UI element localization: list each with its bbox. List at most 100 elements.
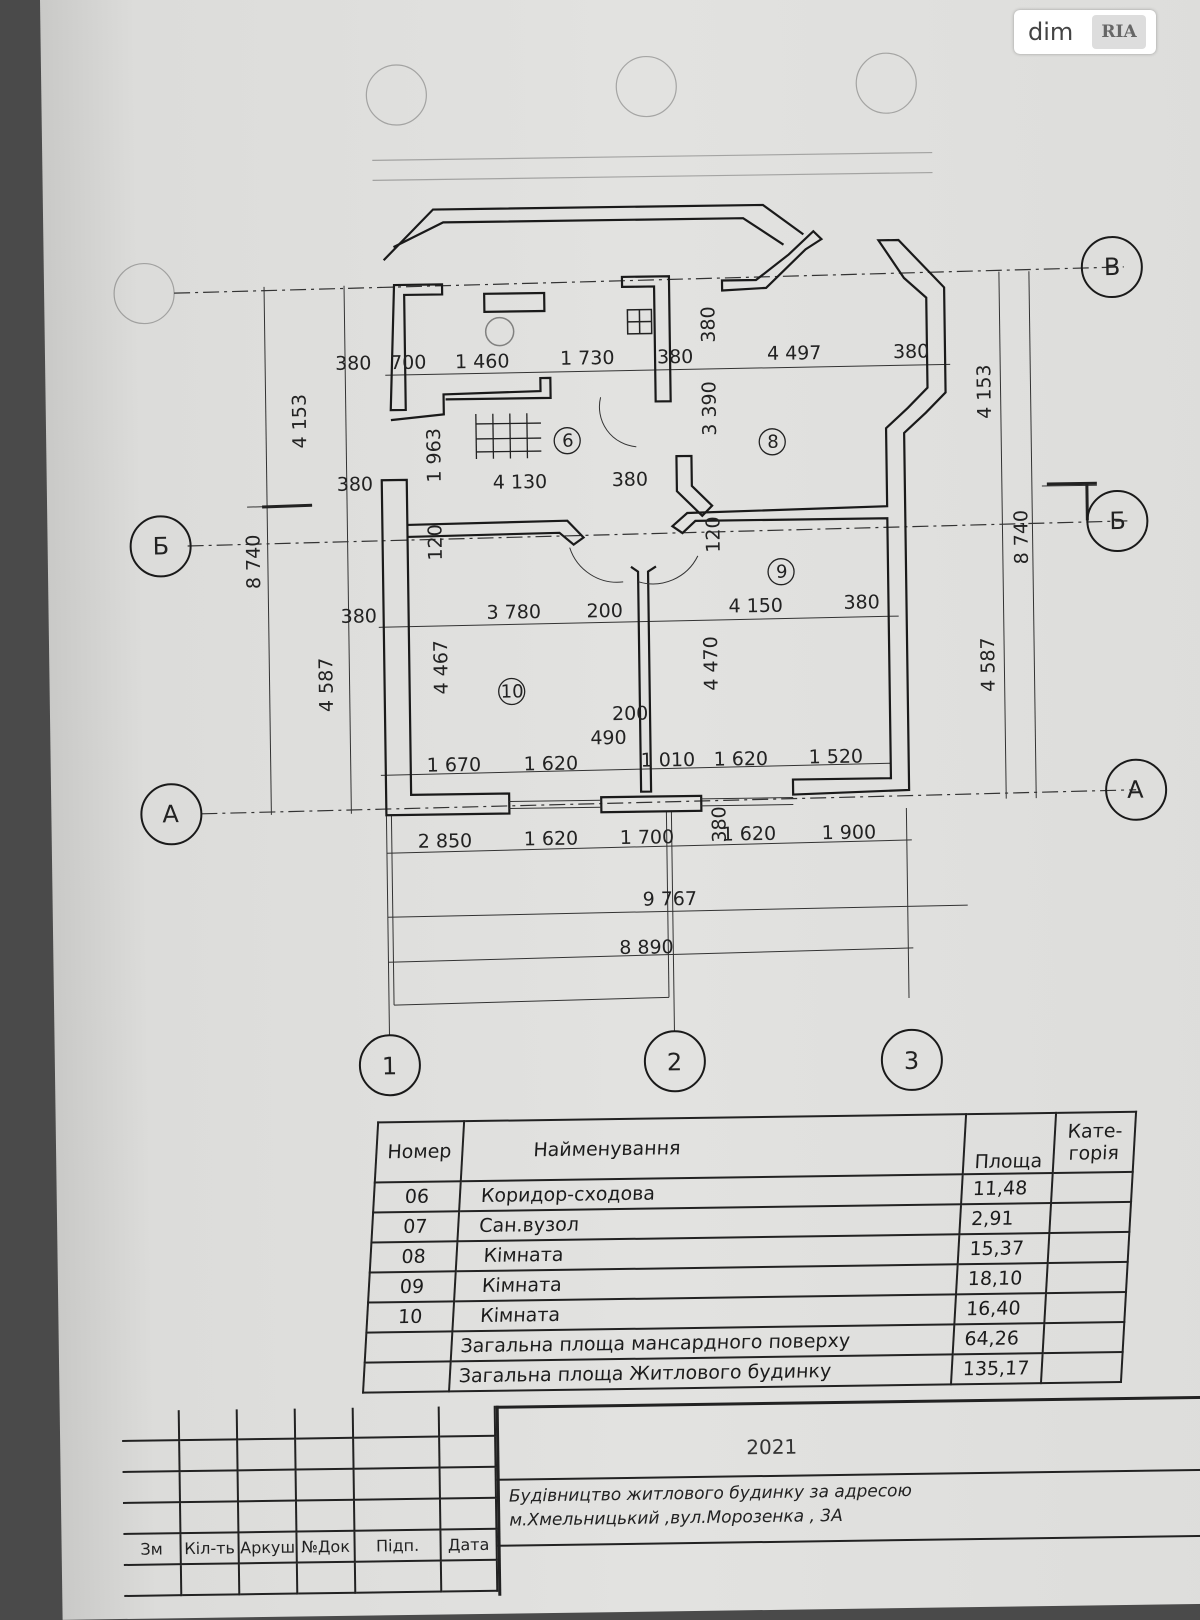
title-block: Зм Кіл-ть Аркуш №Док Підп. Дата 2021 Буд…	[122, 1395, 1200, 1601]
dim-text: 380	[335, 352, 372, 375]
dim-text: 4 587	[977, 637, 1000, 692]
dim-text: 1 900	[822, 821, 877, 844]
room-number-9: 9	[776, 562, 788, 583]
cell-number: 08	[370, 1241, 458, 1272]
cell-category	[1049, 1202, 1131, 1233]
header-number: Номер	[375, 1121, 464, 1182]
room-number-10: 10	[501, 681, 524, 702]
dim-text: 4 130	[493, 471, 548, 494]
header-category: Кате- горія	[1053, 1112, 1136, 1173]
axis-label-b-left: Б	[152, 532, 169, 560]
dim-text: 200	[612, 703, 649, 726]
dim-text: 1 460	[455, 350, 510, 373]
dim-text: 1 520	[808, 746, 863, 769]
cell-area: 15,37	[958, 1233, 1050, 1264]
dim-text: 8 740	[1010, 510, 1033, 565]
revision-grid: Зм Кіл-ть Аркуш №Док Підп. Дата	[122, 1406, 502, 1601]
cell-area: 2,91	[959, 1203, 1051, 1234]
project-description: Будівництво житлового будинку за адресою	[509, 1481, 912, 1507]
room-markers	[495, 425, 796, 705]
dim-text: 3 780	[486, 601, 541, 624]
room-number-8: 8	[767, 432, 779, 453]
cell-number	[365, 1331, 453, 1362]
dim-text: 1 620	[714, 748, 769, 771]
dim-text: 490	[590, 727, 627, 750]
dim-text: 380	[708, 806, 731, 843]
axis-label-a: А	[1127, 776, 1144, 804]
cell-category	[1044, 1292, 1126, 1323]
logo-ria-badge: RIA	[1092, 15, 1146, 49]
col-label: Дата	[441, 1530, 497, 1562]
dim-text: 120	[702, 516, 725, 553]
dim-text: 380	[843, 591, 880, 614]
dim-ria-logo[interactable]: dim RIA	[1014, 10, 1156, 54]
dim-text: 4 497	[767, 342, 822, 365]
cell-area: 16,40	[954, 1293, 1046, 1324]
walls	[378, 202, 951, 815]
dim-text: 4 467	[430, 640, 453, 695]
dim-text: 120	[424, 524, 447, 561]
axis-label-3: 3	[904, 1047, 920, 1075]
staircase	[476, 413, 542, 459]
dim-text: 3 390	[698, 381, 721, 436]
cell-category	[1046, 1262, 1128, 1293]
cell-area: 11,48	[961, 1173, 1053, 1204]
dim-text: 380	[340, 605, 377, 628]
dim-text: 8 740	[242, 535, 265, 590]
dim-text: 8 890	[619, 936, 674, 959]
cell-number	[363, 1361, 451, 1392]
dim-text: 4 587	[315, 658, 338, 713]
axis-label-a-left: А	[162, 800, 179, 828]
project-address: м.Хмельницький ,вул.Морозенка , 3А	[509, 1506, 843, 1531]
dim-text: 9 767	[642, 888, 697, 911]
cell-number: 09	[368, 1271, 456, 1302]
axis-label-1: 1	[382, 1052, 398, 1080]
dim-text: 1 700	[620, 826, 675, 849]
cell-number: 06	[373, 1181, 461, 1212]
cell-number: 07	[371, 1211, 459, 1242]
drawing-sheet: В Б Б А А 1 2 3 6 8 9 10 380 700 1 460 1…	[40, 0, 1200, 1620]
dim-text: 1 670	[427, 754, 482, 777]
dim-text: 1 620	[524, 828, 579, 851]
header-area: Площа	[963, 1113, 1056, 1174]
col-label: Кіл-ть	[181, 1533, 239, 1565]
cell-name: Загальна площа Житлового будинку	[449, 1354, 953, 1391]
header-name: Найменування	[461, 1114, 966, 1181]
cell-area: 18,10	[956, 1263, 1048, 1294]
plumbing-fixture	[485, 309, 651, 345]
cell-category	[1051, 1172, 1133, 1203]
dim-text: 4 150	[728, 595, 783, 618]
col-label: №Док	[297, 1532, 355, 1564]
title-block-info: 2021 Будівництво житлового будинку за ад…	[496, 1395, 1200, 1599]
dim-text: 4 470	[700, 636, 723, 691]
cell-category	[1041, 1352, 1123, 1383]
dim-text: 1 010	[641, 749, 696, 772]
dim-text: 380	[612, 469, 649, 492]
cell-area: 135,17	[951, 1353, 1043, 1384]
dim-text: 380	[657, 346, 694, 369]
dim-text: 380	[697, 306, 720, 343]
dim-text: 700	[390, 352, 427, 375]
cell-category	[1043, 1322, 1125, 1353]
col-label: Зм	[123, 1534, 181, 1566]
dim-text: 380	[337, 473, 374, 496]
dim-text: 4 153	[289, 394, 312, 449]
dim-text: 1 620	[524, 753, 579, 776]
dim-text: 380	[893, 341, 930, 364]
logo-dim-text: dim	[1028, 18, 1092, 46]
dim-text: 2 850	[418, 830, 473, 853]
col-label: Аркуш	[239, 1533, 297, 1565]
cell-category	[1048, 1232, 1130, 1263]
cell-number: 10	[366, 1301, 454, 1332]
axis-label-b: Б	[1109, 507, 1126, 535]
dim-text: 1 963	[423, 428, 446, 483]
project-year: 2021	[746, 1435, 797, 1460]
room-number-6: 6	[562, 431, 574, 452]
cell-area: 64,26	[953, 1323, 1045, 1354]
dim-text: 200	[586, 600, 623, 623]
col-label: Підп.	[355, 1531, 441, 1563]
dim-text: 4 153	[973, 364, 996, 419]
axis-label-v: В	[1104, 253, 1121, 281]
windows	[509, 798, 793, 809]
